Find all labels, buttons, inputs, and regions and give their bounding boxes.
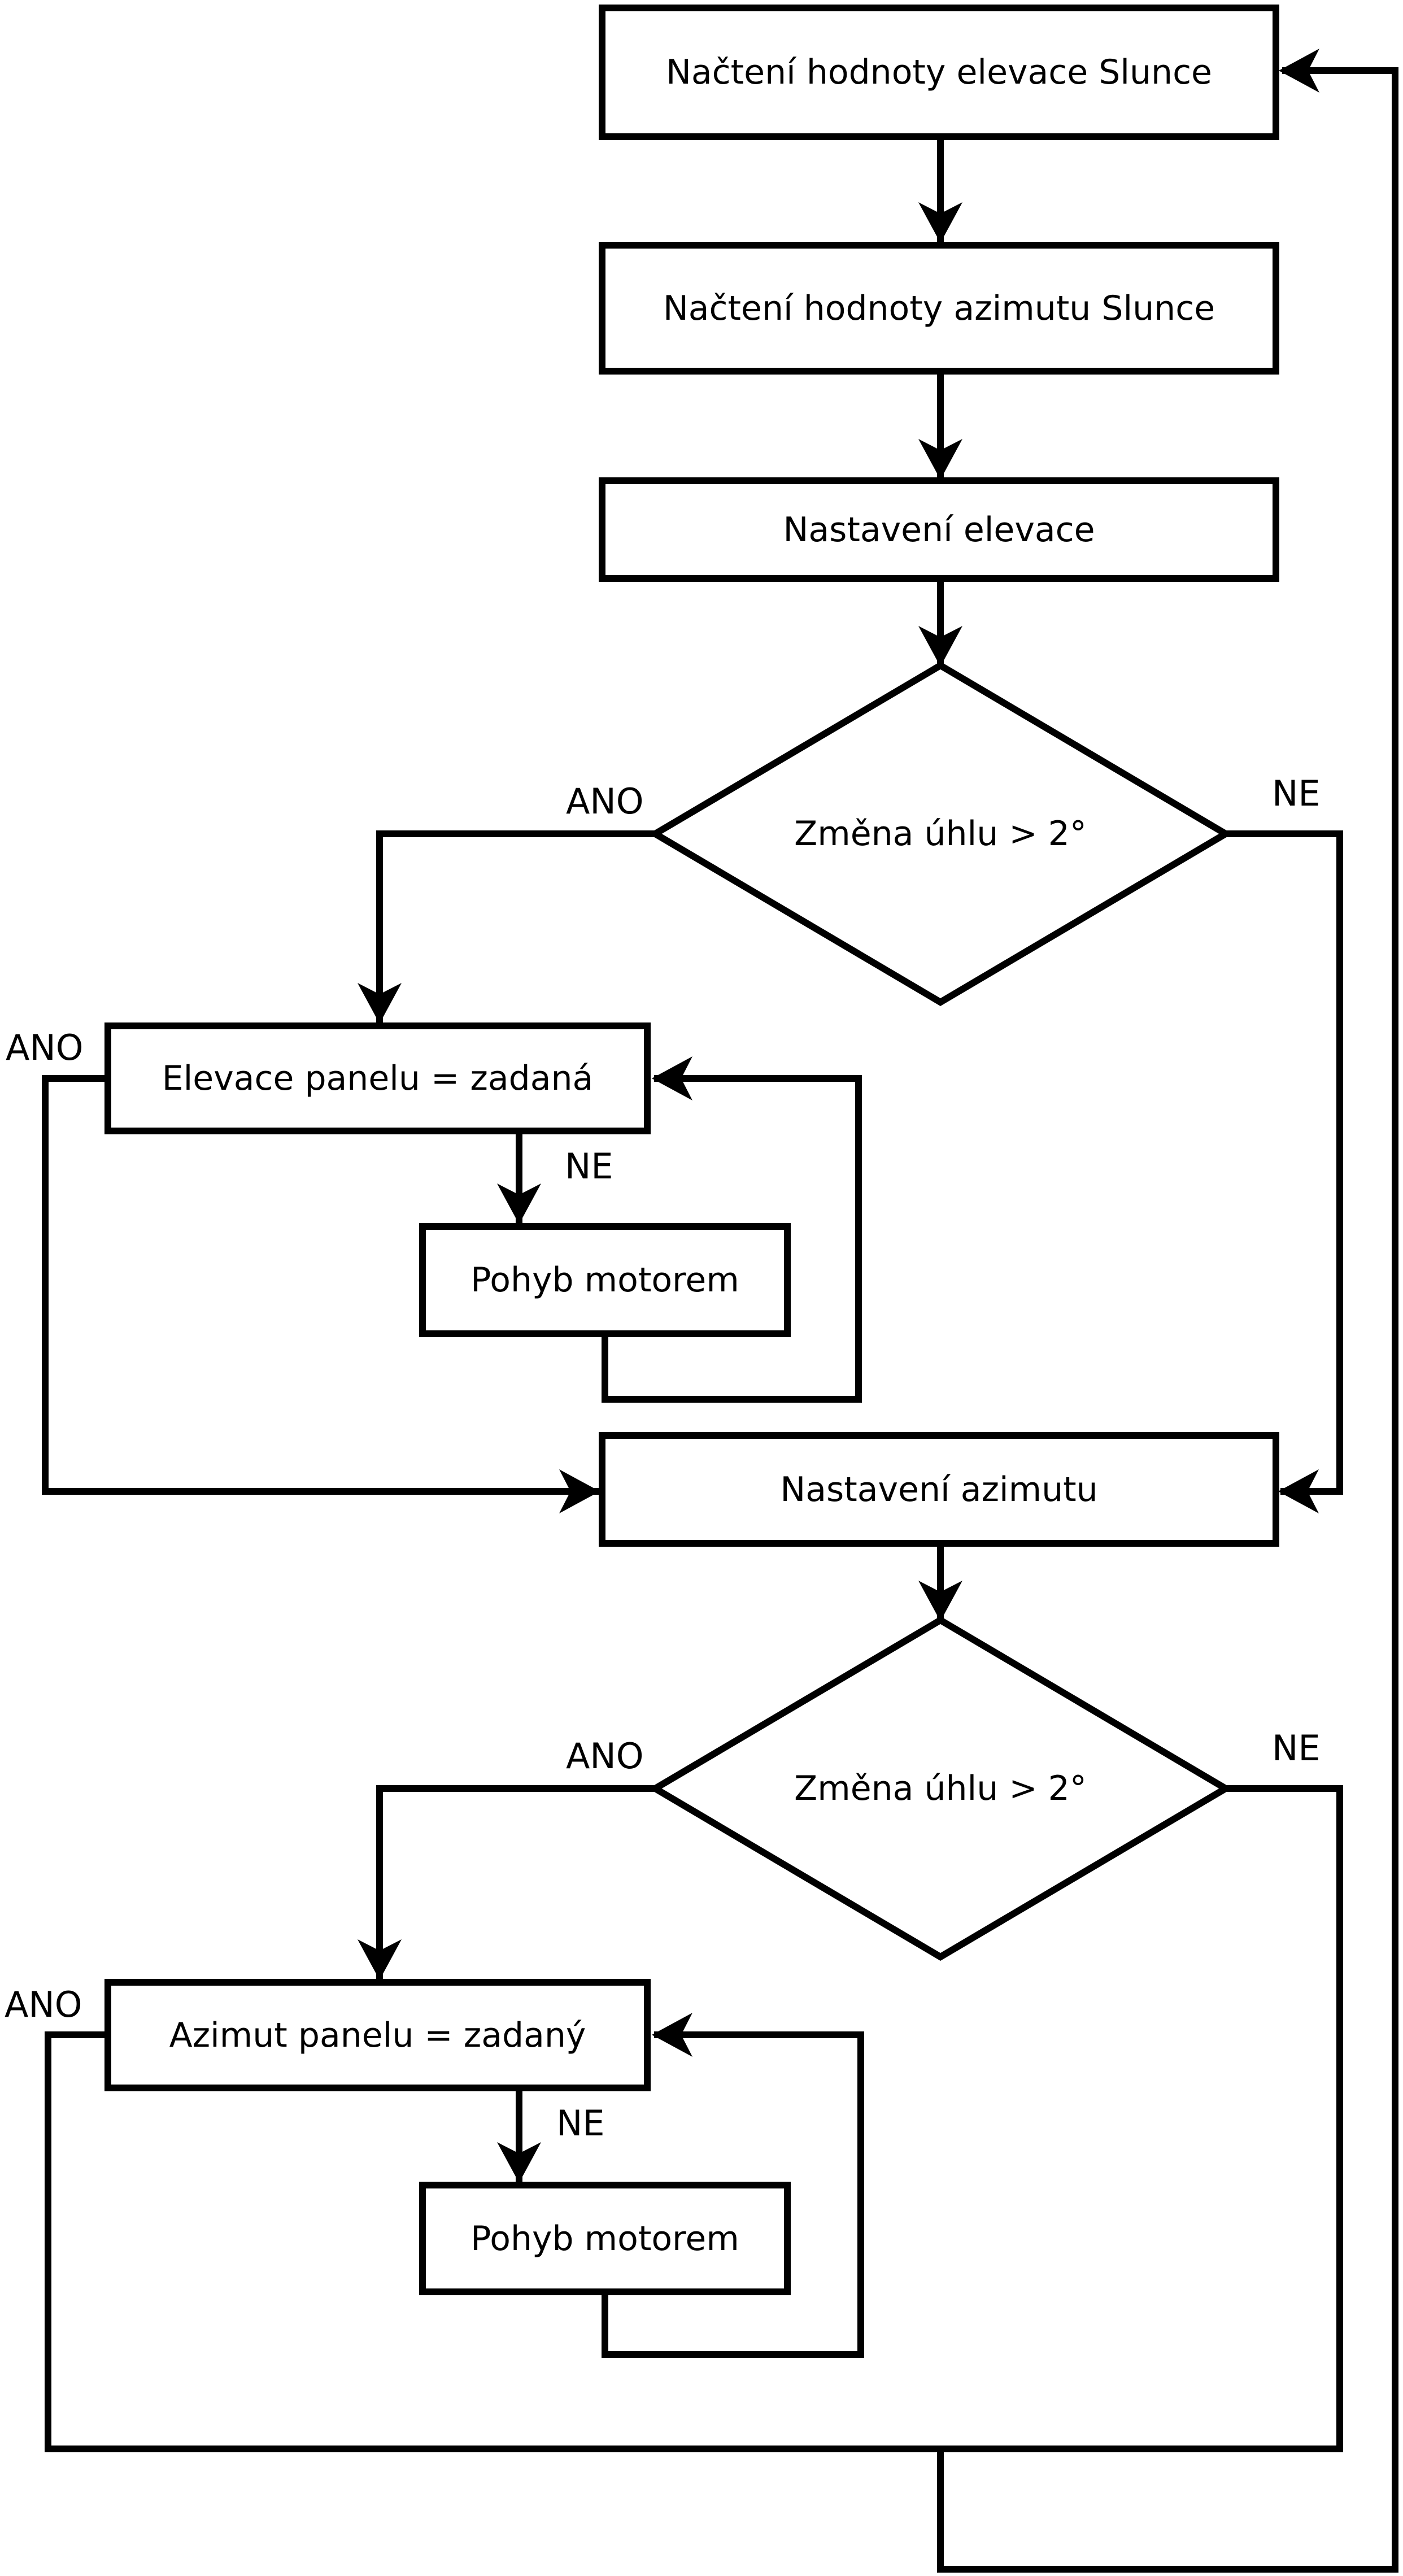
- arrowhead-into-read-azimuth: [918, 202, 962, 243]
- node-read-elevation: Načtení hodnoty elevace Slunce: [599, 5, 1279, 140]
- arrowhead-into-elevation-motor: [497, 1183, 541, 1224]
- arrowhead-loop-into-azimuth-reached: [652, 2013, 692, 2057]
- edge-azimuth-motor-loop: [602, 2031, 864, 2358]
- arrowhead-ano-into-set-azimuth: [559, 1469, 600, 1513]
- arrowhead-into-read-elevation: [1279, 49, 1319, 93]
- label-azimuth-reached-ano: ANO: [5, 1984, 82, 2025]
- edge-elevation-reached-ano-to-set-azimuth: [42, 1075, 601, 1495]
- arrowhead-into-elevation-reached: [358, 983, 402, 1024]
- node-set-elevation-label: Nastavení elevace: [783, 510, 1095, 550]
- label-elevation-decision-ano: ANO: [566, 781, 644, 822]
- label-elevation-reached-ano: ANO: [6, 1027, 84, 1068]
- node-azimuth-reached-label: Azimut panelu = zadaný: [169, 2015, 586, 2055]
- edge-elevation-decision-ano: [376, 830, 655, 1026]
- edge-azimuth-decision-ano: [376, 1785, 655, 1982]
- arrowhead-into-azimuth-motor: [497, 2142, 541, 2183]
- arrowhead-into-azimuth-decision: [918, 1581, 962, 1621]
- decision-elevation-diamond: [648, 662, 1232, 1006]
- node-elevation-reached-label: Elevace panelu = zadaná: [162, 1059, 594, 1098]
- node-set-azimuth: Nastavení azimutu: [599, 1432, 1279, 1547]
- node-azimuth-motor-label: Pohyb motorem: [470, 2218, 739, 2259]
- edge-return-to-start: [937, 67, 1398, 2573]
- decision-azimuth-diamond: [648, 1616, 1232, 1961]
- label-elevation-decision-ne: NE: [1272, 773, 1321, 814]
- decision-elevation-label: Změna úhlu > 2°: [794, 814, 1087, 854]
- decision-azimuth-label: Změna úhlu > 2°: [794, 1769, 1087, 1808]
- edge-azimuth-reached-ano-to-merge: [45, 2031, 104, 2452]
- node-set-azimuth-label: Nastavení azimutu: [780, 1469, 1098, 1509]
- edge-elevation-motor-loop: [602, 1075, 862, 1403]
- arrowhead-ne-into-set-azimuth: [1278, 1469, 1319, 1513]
- node-elevation-reached: Elevace panelu = zadaná: [104, 1022, 651, 1134]
- node-azimuth-motor: Pohyb motorem: [419, 2182, 791, 2295]
- node-read-elevation-label: Načtení hodnoty elevace Slunce: [666, 53, 1212, 92]
- arrowhead-into-set-elevation: [918, 439, 962, 480]
- arrowhead-into-azimuth-reached: [358, 1939, 402, 1980]
- edge-azimuth-decision-ne: [1226, 1785, 1343, 2452]
- arrowhead-into-elevation-decision: [918, 626, 962, 667]
- label-azimuth-decision-ano: ANO: [566, 1735, 644, 1777]
- label-azimuth-decision-ne: NE: [1272, 1728, 1321, 1769]
- edge-elevation-decision-ne: [1226, 830, 1343, 1495]
- arrowhead-loop-into-elevation-reached: [652, 1056, 692, 1100]
- node-read-azimuth-label: Načtení hodnoty azimutu Slunce: [663, 288, 1215, 328]
- node-set-elevation: Nastavení elevace: [599, 477, 1279, 582]
- label-elevation-reached-ne: NE: [565, 1146, 613, 1187]
- node-elevation-motor-label: Pohyb motorem: [470, 1260, 739, 1300]
- node-elevation-motor: Pohyb motorem: [419, 1223, 791, 1337]
- node-read-azimuth: Načtení hodnoty azimutu Slunce: [599, 242, 1279, 375]
- label-azimuth-reached-ne: NE: [556, 2103, 605, 2144]
- node-azimuth-reached: Azimut panelu = zadaný: [104, 1979, 651, 2091]
